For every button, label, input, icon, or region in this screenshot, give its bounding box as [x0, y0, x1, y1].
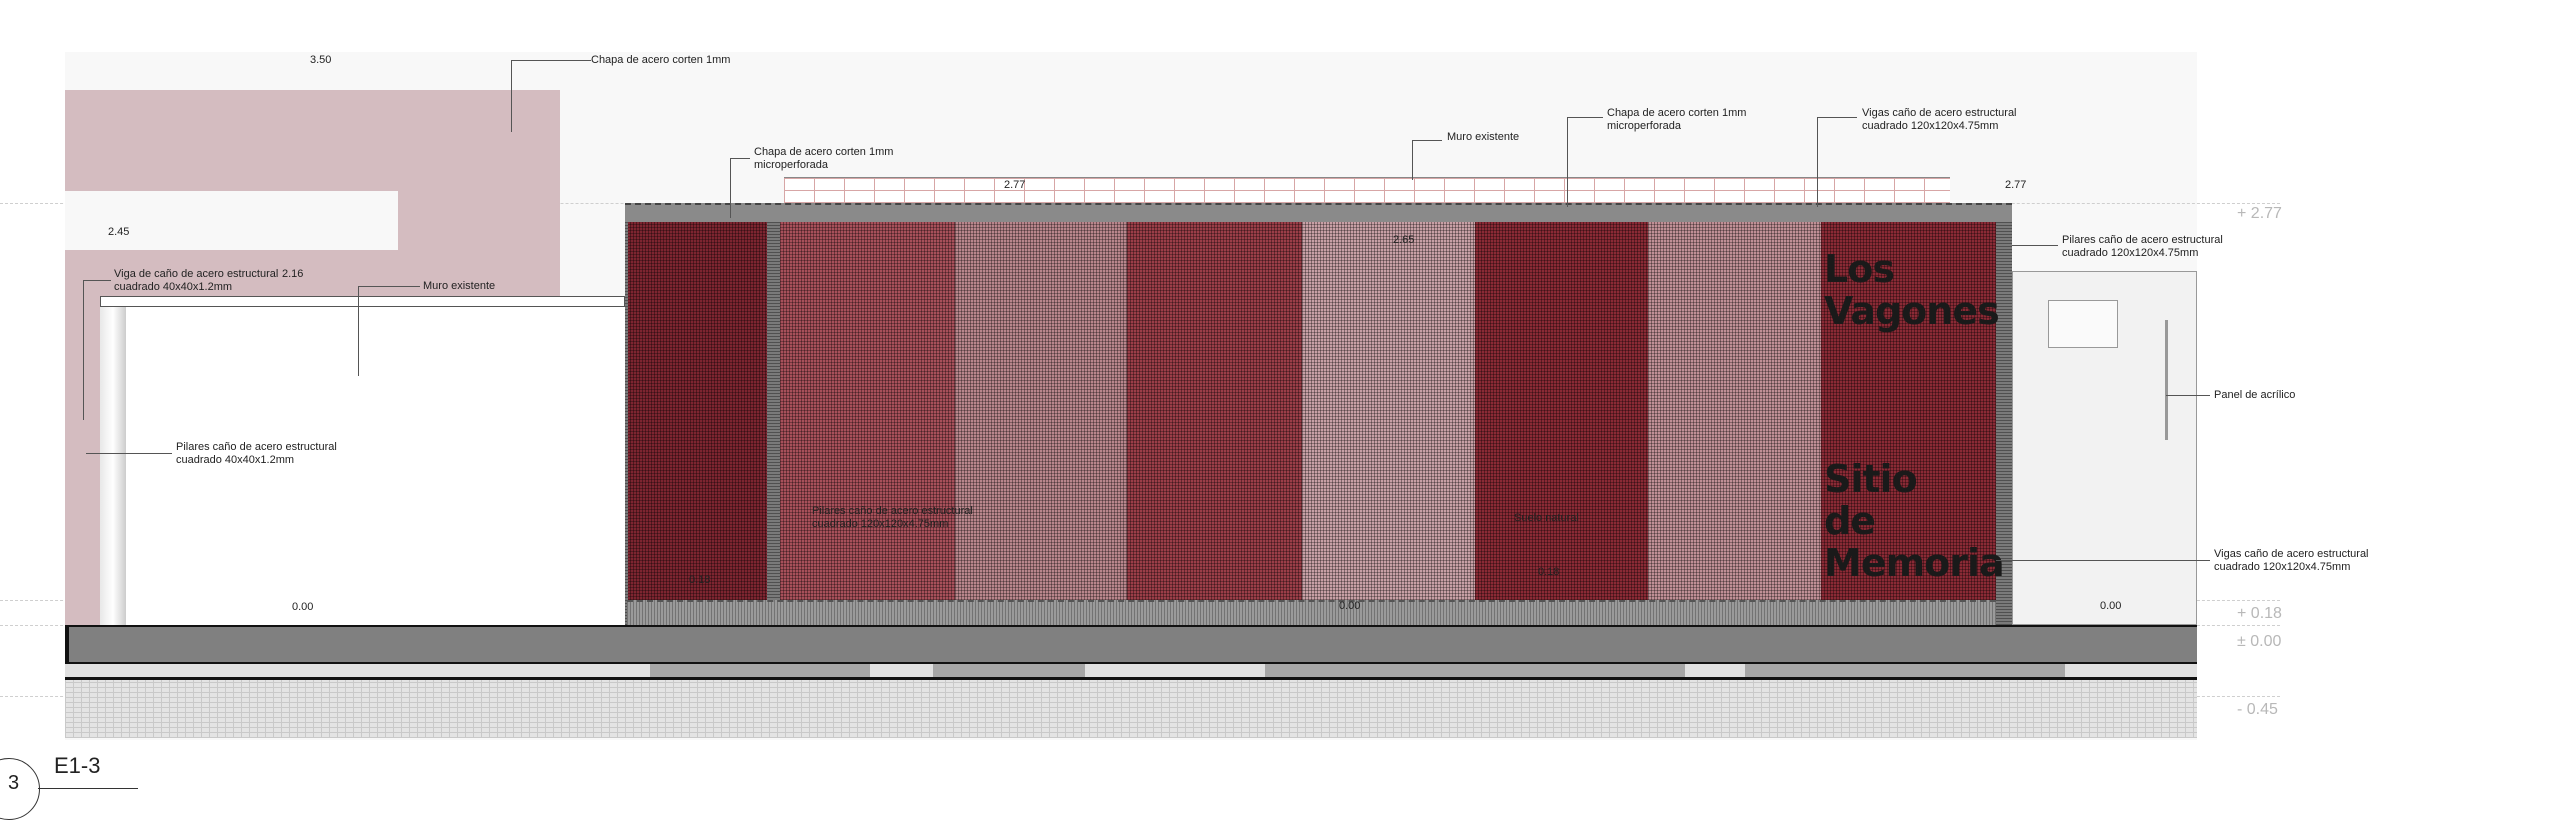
note-line: cuadrado 120x120x4.75mm [1862, 120, 1999, 132]
note-line: Chapa de acero corten 1mm [754, 146, 894, 158]
pillar-40x40 [100, 307, 126, 625]
acrylic-panel [2048, 300, 2118, 348]
note-line: cuadrado 120x120x4.75mm [812, 518, 949, 530]
note-line: cuadrado 120x120x4.75mm [2214, 561, 2351, 573]
sheet-number: 3 [8, 772, 20, 794]
leader-muro-left [358, 286, 420, 376]
leader-corten-top [1567, 117, 1603, 207]
level-045: - 0.45 [2237, 701, 2278, 718]
existing-brick-wall [784, 177, 1950, 203]
mesh-panel-3 [955, 222, 1127, 600]
leader-vigas-top [1817, 117, 1857, 207]
note-line: cuadrado 120x120x4.75mm [2062, 247, 2199, 259]
mesh-panel-2 [780, 222, 955, 600]
elevation-277-left: 2.77 [1004, 179, 1026, 191]
level-000: ± 0.00 [2237, 633, 2282, 650]
pillar-120x120-left [767, 222, 780, 625]
note-muro-top: Muro existente [1447, 131, 1520, 143]
note-line: Pilares caño de acero estructural [812, 505, 973, 517]
leader-muro-top [1412, 140, 1442, 180]
note-panel-acrilico: Panel de acrílico [2214, 389, 2296, 401]
wall-opening [65, 191, 398, 250]
mesh-panel-7 [1648, 222, 1821, 600]
elevation-350: 3.50 [310, 54, 332, 66]
mesh-panel-6 [1475, 222, 1648, 600]
leader-acrilico [2166, 395, 2210, 396]
elevation-000-mid: 0.00 [1339, 600, 1361, 612]
acrylic-frame [2165, 320, 2168, 440]
elevation-265: 2.65 [1393, 234, 1415, 246]
note-line: cuadrado 40x40x1.2mm [176, 454, 295, 466]
note-muro-left: Muro existente [423, 280, 496, 292]
note-line: microperforada [754, 159, 828, 171]
sheet-id: E1-3 [54, 753, 101, 778]
sign-de: de [1824, 499, 1876, 543]
note-line: Chapa de acero corten 1mm [1607, 107, 1747, 119]
elevation-018-left: 0.18 [689, 574, 711, 586]
mesh-panel-4 [1127, 222, 1302, 600]
floor-finish-strip [65, 662, 2197, 680]
beam-40x40 [100, 296, 625, 307]
level-018: + 0.18 [2237, 605, 2282, 622]
sheet-tag-line [38, 788, 138, 789]
note-line: Pilares caño de acero estructural [176, 441, 337, 453]
elevation-000-left: 0.00 [292, 601, 314, 613]
ground-hatch [65, 680, 2197, 738]
elevation-245: 2.45 [108, 226, 130, 238]
leader-corten [511, 60, 591, 132]
floor-slab [65, 625, 2197, 662]
mesh-panel-8 [1821, 222, 1996, 600]
note-suelo-natural: Suelo natural [1514, 512, 1579, 524]
note-line: Vigas caño de acero estructural [2214, 548, 2369, 560]
sign-vagones: Vagones [1824, 289, 2000, 333]
existing-wall-left [100, 296, 625, 625]
note-line: Vigas caño de acero estructural [1862, 107, 2017, 119]
elevation-216: 2.16 [282, 268, 304, 280]
note-line: cuadrado 40x40x1.2mm [114, 281, 233, 293]
pillar-120x120-right [1996, 222, 2012, 625]
level-277: + 2.77 [2237, 205, 2282, 222]
sheet-tag-circle [0, 758, 40, 820]
leader-viga [83, 280, 111, 420]
sign-memoria: Memoria [1824, 541, 2005, 585]
sign-sitio: Sitio [1824, 457, 1918, 501]
elevation-018-mid: 0.18 [1538, 566, 1560, 578]
mesh-panel-5 [1302, 222, 1475, 600]
elevation-000-right: 0.00 [2100, 600, 2122, 612]
base-beam [627, 600, 1996, 625]
note-line: microperforada [1607, 120, 1681, 132]
leader-vigas-right [1996, 560, 2210, 561]
leader-pilares-right [2012, 245, 2058, 246]
mesh-panel-1 [627, 222, 767, 600]
leader-pilares-40 [86, 453, 172, 454]
leader-corten-micro [730, 158, 750, 218]
elevation-277-right: 2.77 [2005, 179, 2027, 191]
note-line: Viga de caño de acero estructural [114, 268, 279, 280]
top-beam [625, 203, 2012, 222]
note-corten: Chapa de acero corten 1mm [591, 54, 731, 66]
note-line: Pilares caño de acero estructural [2062, 234, 2223, 246]
sign-los: Los [1824, 247, 1895, 291]
pillar-edge [625, 222, 628, 625]
